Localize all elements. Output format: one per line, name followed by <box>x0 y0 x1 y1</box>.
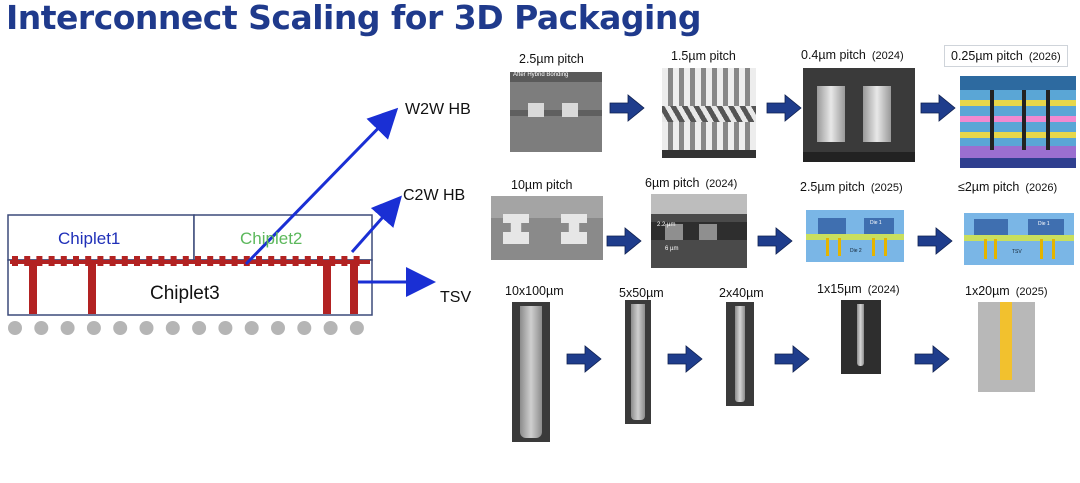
w2w-step4-label: 0.25µm pitch(2026) <box>944 45 1068 67</box>
tsv-sem-5x50um <box>625 300 651 424</box>
step-arrow <box>914 345 950 373</box>
w2w-schematic-0p25um <box>960 76 1076 168</box>
chiplet3-label: Chiplet3 <box>150 283 220 304</box>
solder-ball <box>113 321 128 335</box>
solder-ball <box>192 321 207 335</box>
step-arrow <box>774 345 810 373</box>
tsv-pillar <box>29 262 37 314</box>
chiplet1-box <box>7 214 195 261</box>
tsv-step5-label: 1x20µm(2025) <box>965 284 1048 298</box>
solder-ball <box>323 321 338 335</box>
w2w-step2-label: 1.5µm pitch <box>671 49 736 63</box>
c2w-label: C2W HB <box>403 187 466 204</box>
step-arrow <box>566 345 602 373</box>
w2w-step3-label: 0.4µm pitch(2024) <box>801 48 904 62</box>
c2w-sem-10um <box>491 196 603 260</box>
step-arrow <box>606 227 642 255</box>
solder-balls <box>8 321 364 335</box>
c2w-schematic-2p5um: Die 1 Die 2 <box>806 210 904 262</box>
tsv-sem-10x100um <box>512 302 550 442</box>
chiplet2-label: Chiplet2 <box>240 229 303 248</box>
c2w-schematic-2um: Die 1 TSV <box>964 213 1074 265</box>
tsv-pillar <box>88 262 96 314</box>
c2w-arrow <box>350 195 402 253</box>
tsv-pillar <box>350 262 358 314</box>
c2w-step3-label: 2.5µm pitch(2025) <box>800 180 903 194</box>
tsv-sem-2x40um <box>726 302 754 406</box>
tsv-step4-label: 1x15µm(2024) <box>817 282 900 296</box>
step-arrow <box>766 94 802 122</box>
step-arrow <box>667 345 703 373</box>
c2w-step1-label: 10µm pitch <box>511 178 573 192</box>
tsv-pillar <box>323 262 331 314</box>
tsv-step1-label: 10x100µm <box>505 284 564 298</box>
tsv-step2-label: 5x50µm <box>619 286 664 300</box>
solder-ball <box>139 321 154 335</box>
w2w-sem-2p5um: After Hybrid Bonding <box>510 72 602 152</box>
step-arrow <box>917 227 953 255</box>
w2w-label: W2W HB <box>405 101 471 118</box>
solder-ball <box>60 321 75 335</box>
page-title: Interconnect Scaling for 3D Packaging <box>6 0 701 37</box>
chiplet1-label: Chiplet1 <box>58 229 121 248</box>
tsv-schematic-1x20um <box>978 302 1035 392</box>
solder-ball <box>218 321 233 335</box>
solder-ball <box>297 321 312 335</box>
solder-ball <box>244 321 259 335</box>
solder-ball <box>165 321 180 335</box>
solder-ball <box>86 321 101 335</box>
chiplet2-box <box>193 214 373 261</box>
w2w-arrow <box>244 107 399 266</box>
tsv-label: TSV <box>440 289 472 306</box>
chiplet3-box <box>7 259 373 316</box>
solder-ball <box>34 321 49 335</box>
tsv-step3-label: 2x40µm <box>719 286 764 300</box>
step-arrow <box>609 94 645 122</box>
w2w-sem-1p5um <box>662 68 756 158</box>
solder-ball <box>271 321 285 335</box>
step-arrow <box>920 94 956 122</box>
c2w-step2-label: 6µm pitch(2024) <box>645 176 738 190</box>
c2w-step4-label: ≤2µm pitch(2026) <box>958 180 1058 194</box>
solder-ball <box>8 321 22 335</box>
w2w-sem-0p4um <box>803 68 915 162</box>
step-arrow <box>757 227 793 255</box>
solder-ball <box>349 321 364 335</box>
w2w-step1-label: 2.5µm pitch <box>519 52 584 66</box>
tsv-sem-1x15um <box>841 300 881 374</box>
c2w-sem-6um: 2.2 µm 6 µm <box>651 194 747 268</box>
